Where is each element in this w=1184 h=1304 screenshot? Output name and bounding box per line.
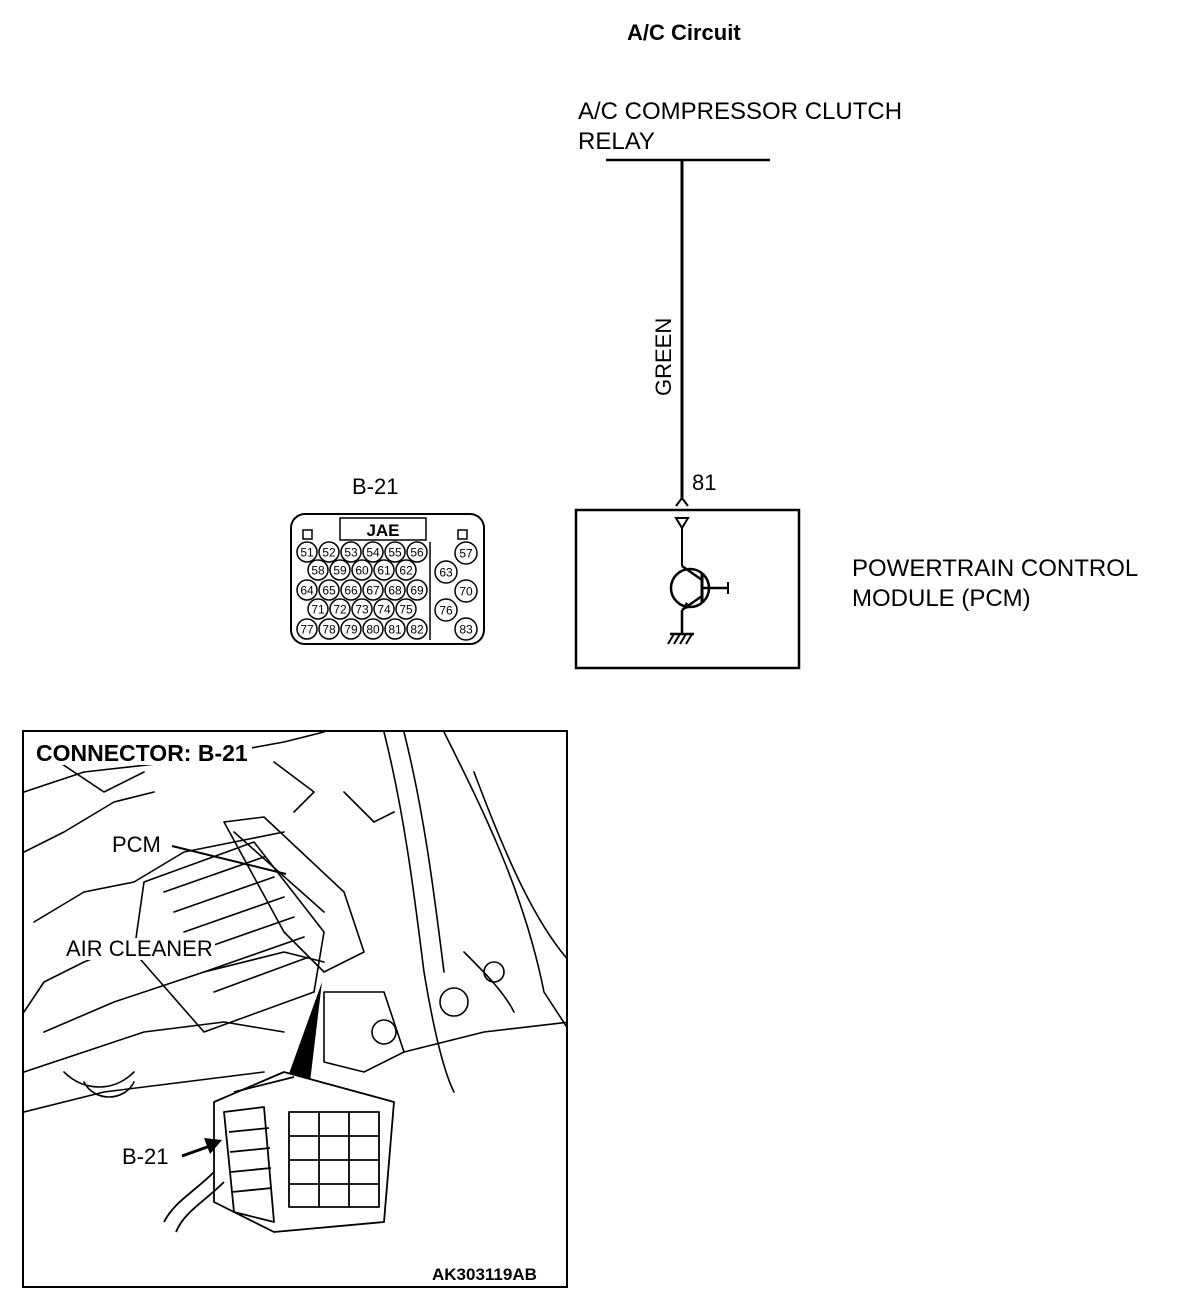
connector-pin: 54 xyxy=(362,541,384,563)
connector-pin: 52 xyxy=(318,541,340,563)
connector-pin: 66 xyxy=(340,579,362,601)
connector-pin: 61 xyxy=(373,559,395,581)
connector-pin: 62 xyxy=(395,559,417,581)
engine-bay-illustration xyxy=(24,732,566,1233)
connector-pin-symbol xyxy=(675,496,689,507)
connector-pin: 63 xyxy=(434,560,458,584)
connector-pin-label: 82 xyxy=(410,623,424,637)
connector-callout: B-21 xyxy=(120,1144,171,1169)
connector-pin-label: 78 xyxy=(322,623,336,637)
connector-pin: 70 xyxy=(454,579,478,603)
connector-pin: 68 xyxy=(384,579,406,601)
connector-pin: 72 xyxy=(329,598,351,620)
connector-pin-label: 53 xyxy=(344,546,358,560)
connector-pin-label: 64 xyxy=(300,584,314,598)
connector-pin-label: 60 xyxy=(355,564,369,578)
connector-location-figure: CONNECTOR: B-21 PCM AIR CLEANER B-21 AK3… xyxy=(22,730,568,1288)
connector-pin: 55 xyxy=(384,541,406,563)
connector-pin: 76 xyxy=(434,598,458,622)
transistor-icon xyxy=(669,564,729,612)
connector-pin-label: 77 xyxy=(300,623,314,637)
figure-code: AK303119AB xyxy=(432,1265,537,1284)
connector-pin: 58 xyxy=(307,559,329,581)
pcm-label-line2: MODULE (PCM) xyxy=(852,585,1031,612)
connector-pin: 81 xyxy=(384,618,406,640)
connector-pin: 83 xyxy=(454,617,478,641)
connector-pin-label: 69 xyxy=(410,584,424,598)
input-arrow-icon xyxy=(674,517,690,530)
connector-pin-label: 75 xyxy=(399,603,413,617)
relay-label-line1: A/C COMPRESSOR CLUTCH xyxy=(578,98,903,125)
connector-pin: 71 xyxy=(307,598,329,620)
connector-pin: 75 xyxy=(395,598,417,620)
connector-pin: 65 xyxy=(318,579,340,601)
connector-pin-label: 55 xyxy=(388,546,402,560)
connector-pin: 77 xyxy=(296,618,318,640)
connector-pin-label: 81 xyxy=(388,623,402,637)
connector-pin-label: 61 xyxy=(377,564,391,578)
connector-pin-label: 79 xyxy=(344,623,358,637)
connector-pin-label: 58 xyxy=(311,564,325,578)
connector-pin-label: 56 xyxy=(410,546,424,560)
connector-pin-label: 67 xyxy=(366,584,380,598)
connector-pin-label: 72 xyxy=(333,603,347,617)
connector-pin-label: 66 xyxy=(344,584,358,598)
connector-pin: 80 xyxy=(362,618,384,640)
connector-pin-label: 80 xyxy=(366,623,380,637)
circuit-schematic: JAE 51 52 53 54 55 56 58 59 60 61 62 64 65 66 67 68 69 71… xyxy=(290,158,801,670)
connector-face: JAE 51 52 53 54 55 56 58 59 60 61 62 64 65 66 67 68 69 71… xyxy=(290,513,485,645)
pcm-callout: PCM xyxy=(110,832,163,857)
connector-pin-label: 73 xyxy=(355,603,369,617)
connector-pin: 57 xyxy=(454,541,478,565)
connector-pin-label: 65 xyxy=(322,584,336,598)
relay-label-line2: RELAY xyxy=(578,128,655,155)
connector-pin-label: 51 xyxy=(300,546,314,560)
connector-pin: 78 xyxy=(318,618,340,640)
connector-id-label: B-21 xyxy=(352,474,399,499)
connector-pin: 53 xyxy=(340,541,362,563)
air-cleaner-callout: AIR CLEANER xyxy=(64,936,215,961)
connector-pin-label: 59 xyxy=(333,564,347,578)
connector-pin-label: 54 xyxy=(366,546,380,560)
connector-pin: 51 xyxy=(296,541,318,563)
diagram-title: A/C Circuit xyxy=(627,20,741,45)
connector-pin: 67 xyxy=(362,579,384,601)
connector-pin: 60 xyxy=(351,559,373,581)
connector-pin-label: 52 xyxy=(322,546,336,560)
connector-pin-label: 63 xyxy=(439,566,453,580)
connector-pin: 56 xyxy=(406,541,428,563)
connector-pin: 69 xyxy=(406,579,428,601)
connector-pin-label: 71 xyxy=(311,603,325,617)
connector-pin: 59 xyxy=(329,559,351,581)
ground-icon xyxy=(667,632,694,645)
connector-pin-label: 68 xyxy=(388,584,402,598)
connector-pin: 74 xyxy=(373,598,395,620)
connector-pin-label: 62 xyxy=(399,564,413,578)
location-title: CONNECTOR: B-21 xyxy=(36,742,252,765)
connector-pin-label: 74 xyxy=(377,603,391,617)
pcm-pin-number: 81 xyxy=(692,470,717,495)
connector-pin: 73 xyxy=(351,598,373,620)
pcm-label-line1: POWERTRAIN CONTROL xyxy=(852,555,1139,582)
connector-pin: 79 xyxy=(340,618,362,640)
connector-pin-label: 57 xyxy=(459,547,473,561)
pcm-box xyxy=(574,508,801,670)
connector-pin: 82 xyxy=(406,618,428,640)
connector-pin: 64 xyxy=(296,579,318,601)
connector-pin-label: 83 xyxy=(459,623,473,637)
connector-pin-label: 70 xyxy=(459,585,473,599)
connector-pin-label: 76 xyxy=(439,604,453,618)
connector-maker: JAE xyxy=(366,521,399,540)
